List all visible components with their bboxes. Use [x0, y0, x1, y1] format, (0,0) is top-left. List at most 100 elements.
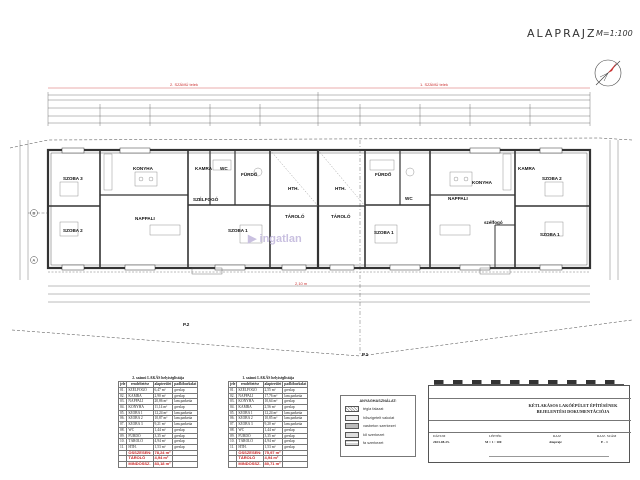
room-wc-east: WC [405, 196, 413, 201]
sheet-value: Alaprajz [549, 440, 562, 444]
table-cell [117, 461, 128, 468]
west-unit-rooms: SZOBA 3 KONYHA KAMRA WC FÜRDŐ SZÉLFOGÓ S… [63, 166, 305, 233]
date-label: DÁTUM [433, 434, 446, 438]
room-table-unit1-grid: jele rendeltetése alapterület padlóburko… [227, 381, 309, 468]
dimension-lines [19, 94, 619, 303]
room-szelfogo: SZÉLFOGÓ [193, 195, 219, 202]
legend-item: tégla falazat [345, 406, 411, 412]
legend-item: vasbeton szerkezet [345, 423, 411, 429]
windows [61, 147, 563, 271]
legend-label: kő szerkezet [363, 432, 385, 437]
table-cell [172, 461, 199, 468]
room-table-unit2-title: 2. számú LAKÁS helyiséglistája [132, 376, 185, 380]
point-p1: P.1 [362, 352, 369, 357]
legend-item: fa szerkezet [345, 440, 411, 446]
room-table-unit1: 1. számú LAKÁS helyiséglistája jele rend… [227, 376, 309, 468]
table-total-row: MINDÖSSZ.83,18 m² [117, 461, 199, 468]
lot-label-2: 2. SZÁMÚ telek [170, 82, 198, 87]
east-unit-rooms: HTH. TÁROLÓ FÜRDŐ WC SZOBA 1 KONYHA NAPP… [331, 166, 562, 237]
scale-ruler [434, 380, 624, 385]
drawing-scale: M=1:100 [596, 29, 633, 38]
material-legend: ANYAGHASZNÁLAT: tégla falazat hőszigetelt… [340, 395, 416, 457]
room-szelfogo-east: szélfogó [484, 220, 503, 225]
room-szoba2: SZOBA 2 [63, 228, 83, 233]
room-szoba1b-east: SZOBA 1 [540, 232, 560, 237]
room-hth-east: HTH. [335, 186, 346, 191]
table-cell [282, 461, 309, 468]
room-szoba2-east: SZOBA 2 [542, 176, 562, 181]
room-wc: WC [220, 166, 228, 171]
room-table-unit1-title: 1. számú LAKÁS helyiséglistája [242, 376, 295, 380]
room-hth: HTH. [288, 186, 299, 191]
date-value: 2023-08-25. [433, 440, 450, 444]
room-tarolo: TÁROLÓ [285, 212, 305, 219]
legend-label: tégla falazat [363, 407, 384, 411]
dimension-ticks [47, 92, 591, 126]
room-konyha: KONYHA [133, 166, 154, 171]
total-value: 83,18 m² [152, 461, 174, 468]
title-block-heading: KÉTLAKÁSOS LAKÓÉPÜLET ÉPÍTÉSÉNEK BEJELEN… [528, 403, 618, 414]
room-nappali: NAPPALI [135, 216, 155, 221]
svg-text:A: A [33, 258, 36, 263]
total-label: MINDÖSSZ. [236, 461, 264, 468]
legend-swatch-icon [345, 414, 359, 421]
room-kamra: KAMRA [195, 166, 213, 171]
room-furdo: FÜRDŐ [241, 171, 258, 177]
legend-swatch-icon [345, 423, 359, 429]
legend-swatch-icon [345, 431, 359, 438]
furniture [59, 149, 564, 244]
room-furdo-east: FÜRDŐ [375, 171, 392, 177]
drawing-title: ALAPRAJZ [527, 27, 597, 40]
legend-label: fa szerkezet [363, 441, 384, 445]
lot-label-1: 1. SZÁMÚ telek [420, 82, 448, 87]
point-p2: P.2 [183, 322, 190, 327]
col-header: padlóburkolat [282, 381, 309, 388]
legend-label: hőszigetelt vakolat [363, 415, 395, 420]
room-table-unit2-grid: jele rendeltetése alapterület padlóburko… [117, 381, 199, 468]
legend-item: kő szerkezet [345, 431, 411, 438]
room-table-unit2: 2. számú LAKÁS helyiséglistája jele rend… [117, 376, 199, 468]
room-tarolo-east: TÁROLÓ [331, 212, 351, 219]
floor-plan: 2. SZÁMÚ telek 1. SZÁMÚ telek 2,10 m P.2… [9, 82, 633, 357]
legend-title: ANYAGHASZNÁLAT: [359, 399, 397, 403]
watermark: ▶ ingatlan [247, 233, 302, 245]
legend-items: tégla falazat hőszigetelt vakolat vasbeton… [345, 406, 411, 446]
scale-label: LÉPTÉK [489, 434, 502, 438]
col-header: padlóburkolat [172, 381, 199, 388]
room-konyha-east: KONYHA [472, 180, 493, 185]
title-block: KÉTLAKÁSOS LAKÓÉPÜLET ÉPÍTÉSÉNEK BEJELEN… [428, 385, 631, 463]
legend-item: hőszigetelt vakolat [345, 414, 411, 421]
legend-swatch-icon [345, 440, 359, 446]
legend-swatch-icon [345, 406, 359, 412]
room-kamra-east: KAMRA [518, 166, 536, 171]
room-szoba1: SZOBA 1 [228, 228, 248, 233]
room-szoba1-east: SZOBA 1 [374, 230, 394, 235]
col-header: alapterület [262, 381, 284, 388]
table-total-row: MINDÖSSZ.80,71 m² [227, 461, 309, 468]
grid-axes: B A [28, 209, 48, 264]
table-cell [227, 461, 238, 468]
legend-label: vasbeton szerkezet [363, 424, 396, 428]
total-label: MINDÖSSZ. [126, 461, 154, 468]
total-value: 80,71 m² [262, 461, 284, 468]
scale-value: M = 1 : 100 [485, 440, 502, 444]
room-nappali-east: NAPPALI [448, 196, 468, 201]
sheet-no-label: RAJZ. SZÁM [597, 434, 617, 438]
lot-dim-label: 2,10 m [295, 281, 308, 286]
sheet-no-value: E - 1 [601, 440, 608, 444]
north-arrow-icon [594, 59, 622, 87]
entrance-steps [48, 267, 590, 275]
col-header: alapterület [152, 381, 174, 388]
